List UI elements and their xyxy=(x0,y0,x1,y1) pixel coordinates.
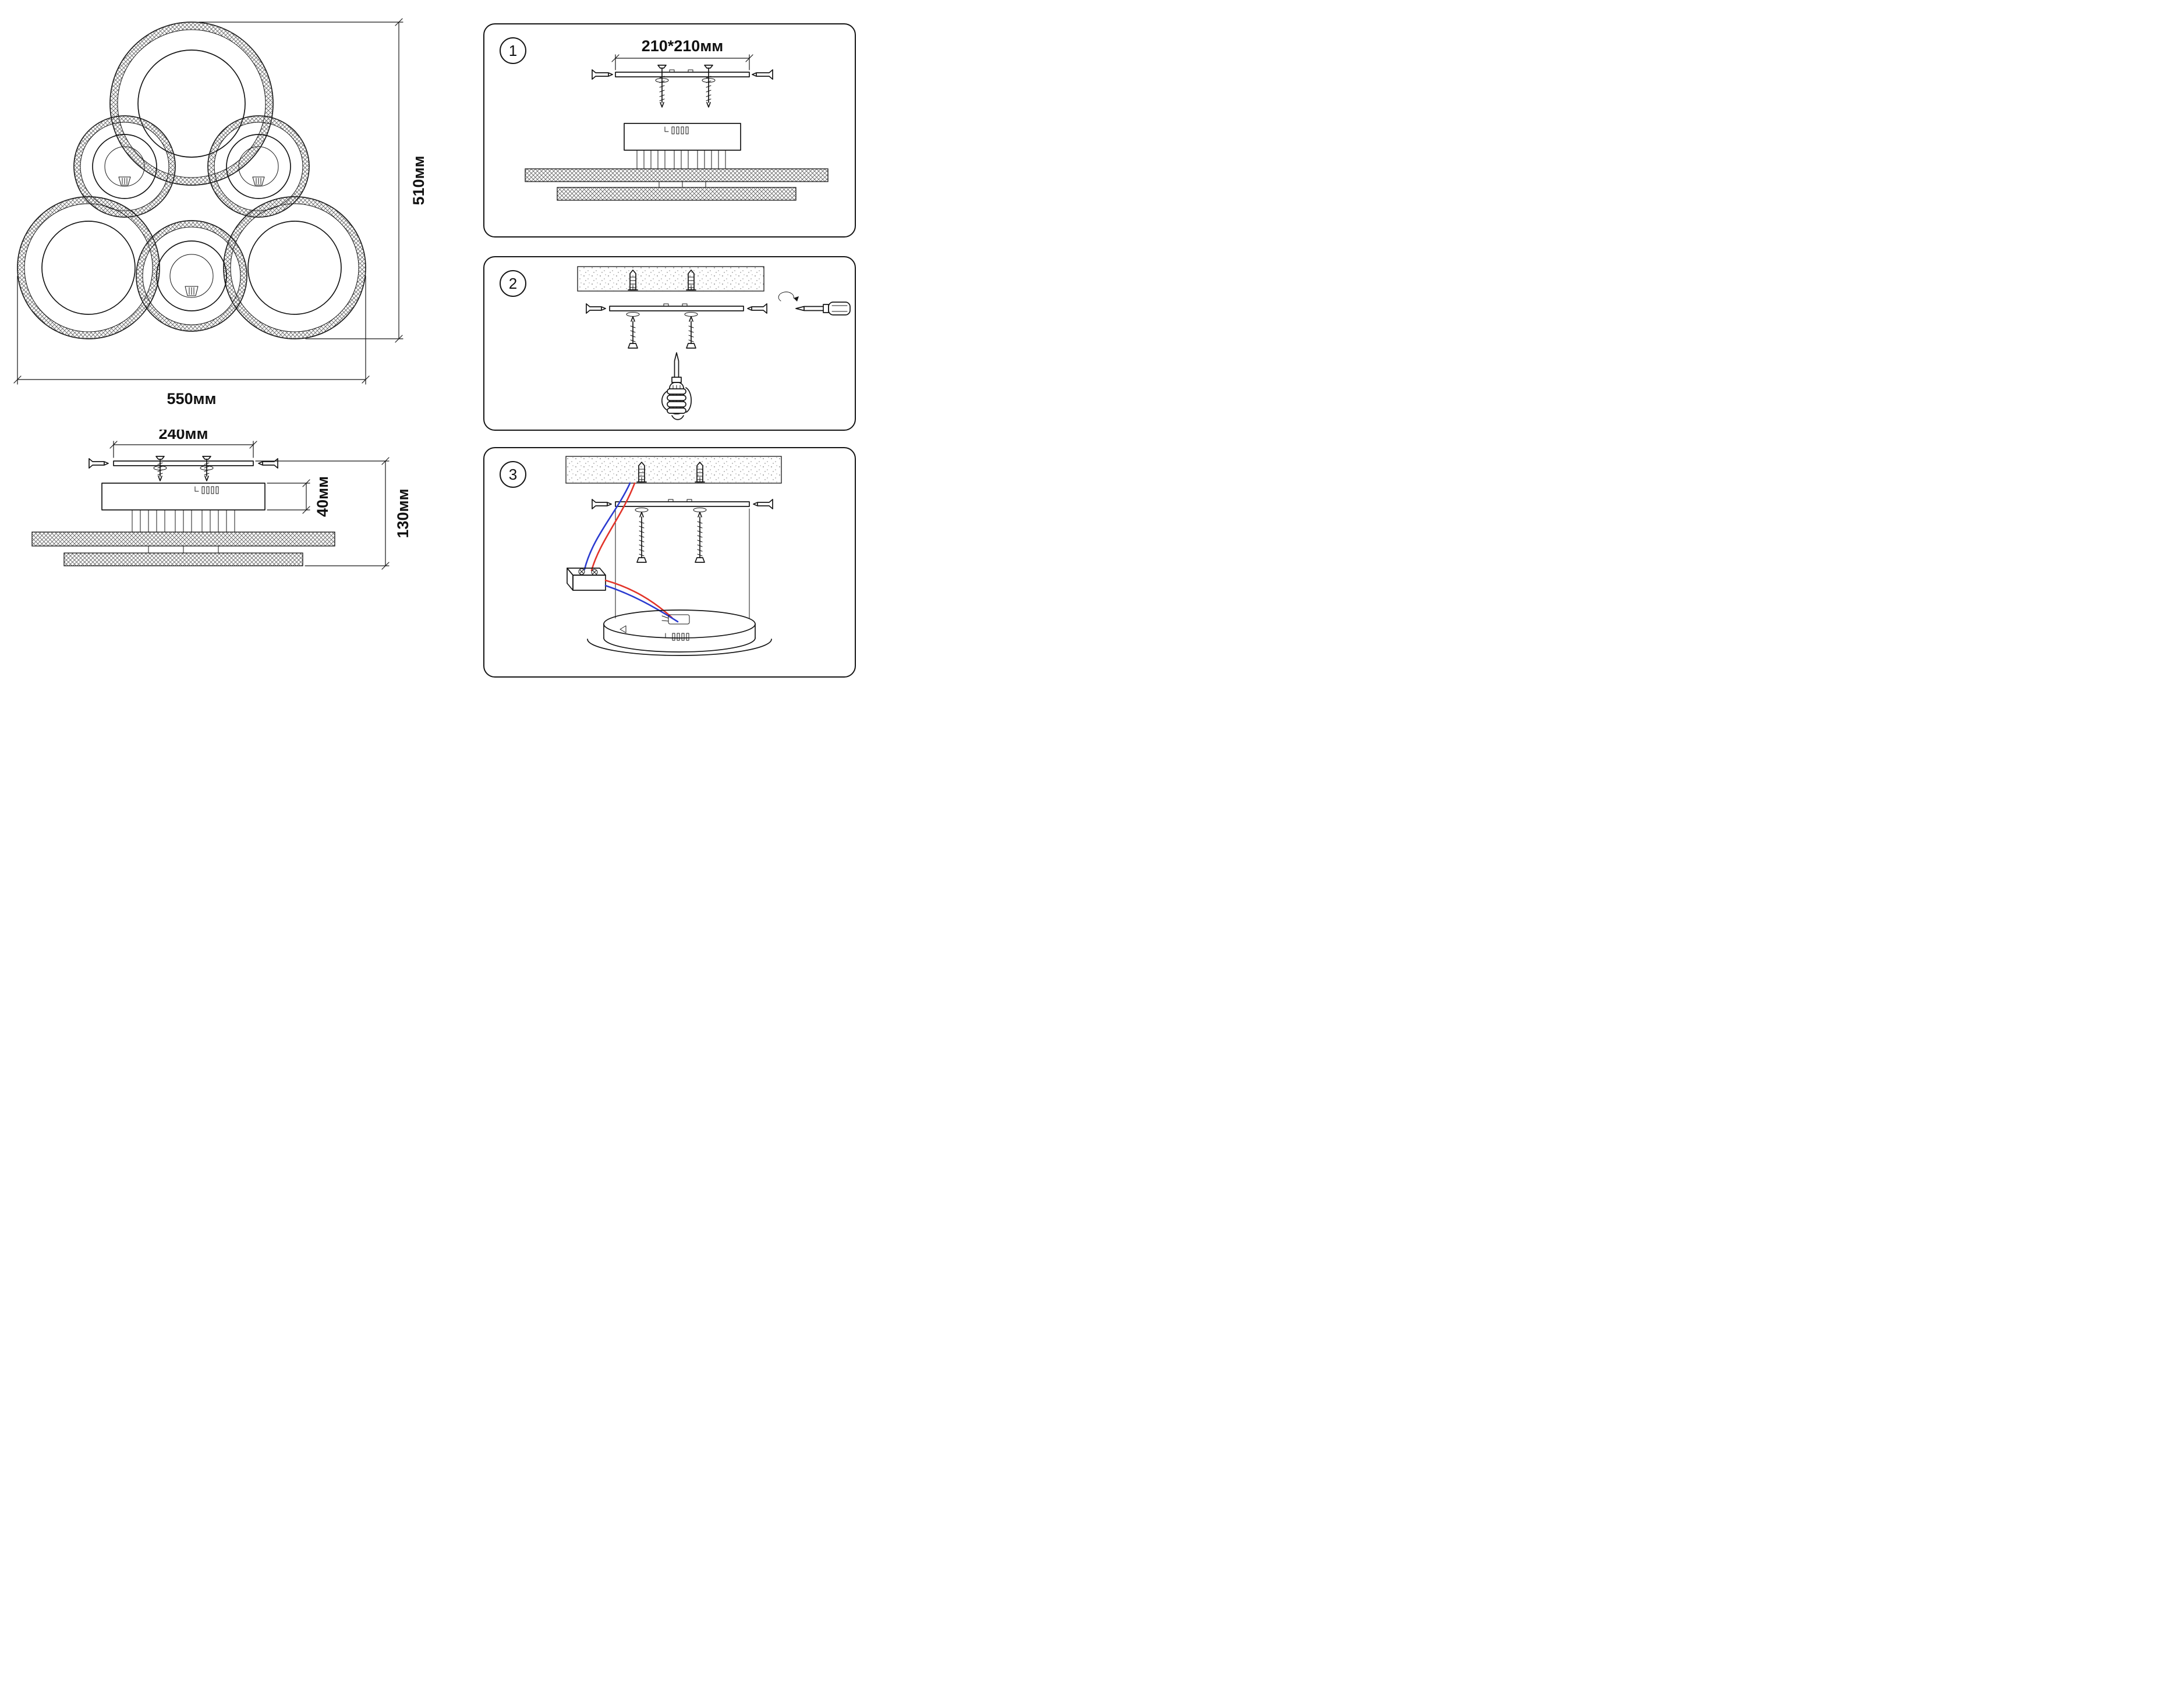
box-height-label: 40мм xyxy=(314,476,331,517)
step-number-badge: 1 xyxy=(500,37,526,64)
washer-icon xyxy=(693,508,707,512)
live-wire xyxy=(590,482,636,572)
mounting-bracket-step2 xyxy=(586,303,767,349)
side-screw-icon xyxy=(89,458,109,469)
rotation-arrowhead-icon xyxy=(794,296,799,302)
dimension-bracket-210: 210*210мм xyxy=(611,37,753,70)
hand-icon xyxy=(661,387,692,420)
wiring xyxy=(567,482,679,623)
step-panel-2: 2 xyxy=(483,256,856,431)
screw-up-icon xyxy=(695,512,705,563)
crystal-bands-side xyxy=(31,509,335,566)
canopy-base xyxy=(587,609,772,656)
screw-up-icon xyxy=(628,316,638,349)
fixture-height-label: 130мм xyxy=(394,489,412,538)
washer-icon xyxy=(635,508,649,512)
step-number: 1 xyxy=(508,41,518,59)
ring-top-large xyxy=(109,22,274,186)
ring-bottom-right xyxy=(223,196,366,339)
side-screw-icon xyxy=(752,69,773,80)
dimension-height-510: 510мм xyxy=(199,18,427,343)
installation-drawing-page: 510мм 550мм xyxy=(0,0,873,679)
washer-icon xyxy=(684,312,698,317)
bracket-dimension-label: 210*210мм xyxy=(642,37,724,55)
screw-icon xyxy=(202,456,211,481)
rotation-arrow-icon xyxy=(778,292,794,302)
neutral-wire-out xyxy=(604,584,679,623)
height-dimension-label: 510мм xyxy=(410,156,427,205)
live-wire-out xyxy=(604,579,673,619)
step-panel-1: 1 xyxy=(483,23,856,237)
side-screw-icon xyxy=(747,303,767,314)
width-dimension-label: 550мм xyxy=(167,390,217,407)
step-number: 2 xyxy=(508,274,518,292)
neutral-wire xyxy=(583,482,631,570)
step3-drawing xyxy=(565,456,782,656)
connector-icon xyxy=(668,614,690,625)
chandelier-rings xyxy=(17,22,366,339)
terminal-block-icon xyxy=(567,568,606,591)
dimension-total-130: 130мм xyxy=(255,457,412,570)
screw-icon xyxy=(704,65,713,108)
step-number-badge: 2 xyxy=(500,270,526,297)
screw-up-icon xyxy=(636,512,647,563)
mounting-bracket-step1 xyxy=(592,65,773,108)
bracket-width-label: 240мм xyxy=(159,430,208,442)
screwdriver-vertical-with-hand xyxy=(661,352,692,420)
side-screw-icon xyxy=(586,303,606,314)
side-view-drawing: 240мм xyxy=(31,430,412,570)
screw-icon xyxy=(155,456,165,481)
step2-drawing xyxy=(577,266,851,420)
canopy-box-side xyxy=(101,483,266,511)
side-screw-icon xyxy=(592,69,613,80)
step1-drawing: 210*210мм xyxy=(525,37,829,201)
step-panel-3: 3 xyxy=(483,447,856,678)
ceiling-slab xyxy=(577,266,764,292)
screw-icon xyxy=(657,65,667,108)
front-view-drawing: 510мм 550мм xyxy=(13,18,427,407)
dimension-box-40: 40мм xyxy=(267,476,331,517)
step-number: 3 xyxy=(508,465,518,483)
screw-up-icon xyxy=(686,316,696,349)
ring-bottom-left xyxy=(17,196,160,339)
side-screw-icon xyxy=(753,499,773,509)
fixture-step1 xyxy=(525,123,829,201)
ring-bottom-center xyxy=(136,220,247,332)
step-number-badge: 3 xyxy=(500,461,526,488)
washer-icon xyxy=(153,466,214,470)
screwdriver-horizontal xyxy=(778,292,851,316)
dimension-bracket-240: 240мм xyxy=(109,430,257,458)
mounting-bracket-step3 xyxy=(592,499,773,619)
washer-icon xyxy=(626,312,640,317)
side-screw-icon xyxy=(592,499,612,509)
ceiling-slab xyxy=(565,456,782,484)
mounting-bracket-side xyxy=(89,456,278,481)
clip-icon xyxy=(620,625,626,633)
dimension-width-550: 550мм xyxy=(13,275,370,407)
side-screw-icon xyxy=(258,458,278,469)
